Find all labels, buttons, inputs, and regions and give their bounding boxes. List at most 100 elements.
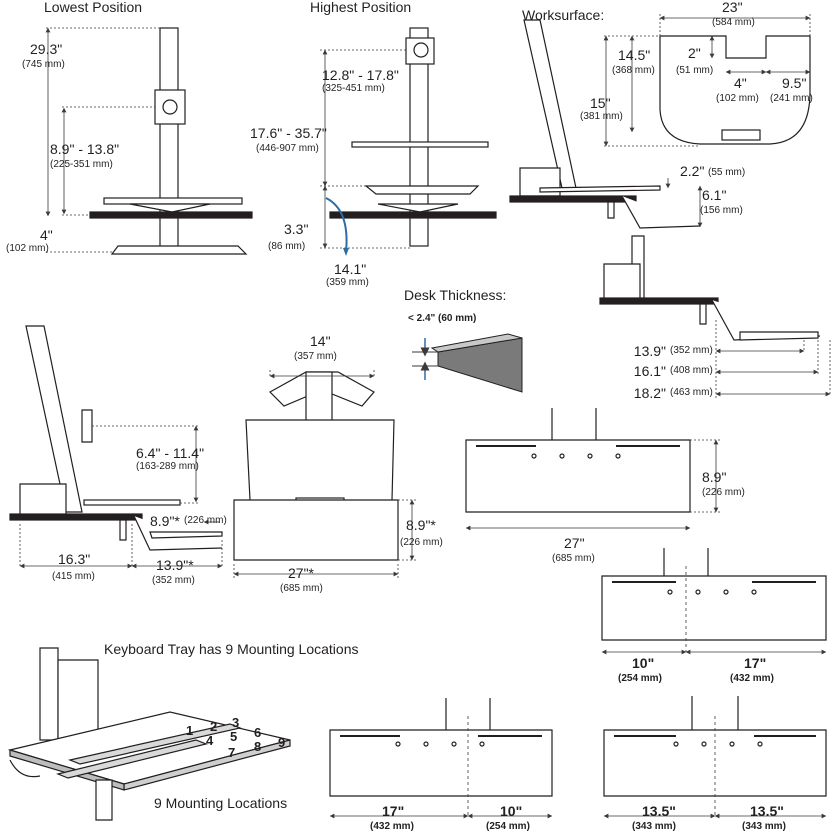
- front-view-upper-surface: [245, 419, 395, 507]
- desk-thickness-value: < 2.4" (60 mm): [408, 313, 477, 324]
- front-width-in: 27"*: [288, 565, 314, 581]
- offset-b-left-mm: (432 mm): [370, 821, 414, 832]
- ws-depth2-mm: (381 mm): [580, 111, 623, 122]
- monitor-side-tray: [149, 531, 223, 539]
- offset-c-left-in: 13.5": [642, 803, 676, 819]
- offset-c-right-in: 13.5": [750, 803, 784, 819]
- front-width-mm: (685 mm): [280, 583, 323, 594]
- highest-lower-shelf: [364, 185, 480, 195]
- monitor-side-drawing: [9, 325, 223, 551]
- lowest-base-mm: (102 mm): [6, 243, 49, 254]
- highest-range-in: 12.8" - 17.8": [322, 67, 399, 83]
- ws-notch-mm: (51 mm): [676, 65, 714, 76]
- highest-upper-shelf: [351, 141, 489, 148]
- ws-side2-in: 6.1": [702, 187, 727, 203]
- lowest-knob: [162, 99, 178, 115]
- monitor-side-shelf: [83, 499, 181, 506]
- tray-top-height-mm: (226 mm): [702, 487, 745, 498]
- tray-offset-b-drawing: [329, 698, 553, 797]
- offset-a-right-mm: (432 mm): [730, 673, 774, 684]
- tray-side-d1-mm: (352 mm): [670, 345, 713, 356]
- highest-base-in: 3.3": [284, 221, 309, 237]
- tray-offset-c-drawing: [603, 696, 827, 797]
- ws-side2-mm: (156 mm): [700, 205, 743, 216]
- highest-knob: [413, 42, 429, 58]
- highest-range-mm: (325-451 mm): [322, 83, 385, 94]
- offset-a-left-mm: (254 mm): [618, 673, 662, 684]
- lowest-desk: [89, 211, 253, 219]
- tray-side-drawing: [599, 235, 821, 341]
- heading-desk-thickness: Desk Thickness:: [404, 287, 507, 303]
- keyboard-tray-perspective: [7, 647, 291, 821]
- worksurface-clamp: [607, 201, 615, 219]
- mount-number: 7: [228, 745, 236, 760]
- mount-number: 5: [230, 729, 238, 744]
- lowest-height-in: 29.3": [30, 41, 63, 57]
- highest-total-in: 17.6" - 35.7": [250, 125, 327, 141]
- monitor-tray-mm: (226 mm): [184, 515, 227, 526]
- tray-side-d2-mm: (408 mm): [670, 365, 713, 376]
- ws-notch-in: 2": [688, 45, 701, 61]
- lowest-position-drawing: [89, 27, 253, 255]
- offset-a-right-in: 17": [744, 655, 767, 671]
- highest-total-mm: (446-907 mm): [256, 143, 319, 154]
- ws-side1-in: 2.2": [680, 163, 705, 179]
- heading-mounting-locations: 9 Mounting Locations: [154, 795, 288, 811]
- ws-width-mm: (584 mm): [712, 17, 755, 28]
- monitor-side-mount: [81, 409, 93, 443]
- front-view-drawing: [233, 371, 399, 561]
- ws-width-in: 23": [722, 0, 743, 15]
- tray-top-outline: [465, 439, 691, 513]
- lowest-shelf: [103, 197, 243, 205]
- lowest-range-in: 8.9" - 13.8": [50, 141, 120, 157]
- monitor-base-in: 16.3": [58, 551, 91, 567]
- desk-thickness-drawing: [412, 333, 523, 393]
- worksurface-shelf: [539, 185, 661, 193]
- offset-b-right-mm: (254 mm): [486, 821, 530, 832]
- tray-top-drawing: [465, 408, 691, 513]
- tray-offset-a-drawing: [601, 548, 827, 641]
- offset-b-right-in: 10": [500, 803, 523, 819]
- tray-side-desk: [599, 297, 719, 305]
- front-view-lower-tray: [233, 499, 399, 561]
- lowest-base: [110, 245, 248, 255]
- lowest-base-in: 4": [40, 227, 53, 243]
- mount-number: 9: [278, 735, 286, 750]
- worksurface-desk: [509, 195, 637, 203]
- highest-reach-in: 14.1": [334, 261, 367, 277]
- mount-number: 4: [206, 733, 214, 748]
- mount-number: 6: [254, 725, 262, 740]
- worksurface-top-outline: [659, 35, 811, 145]
- highest-desk: [329, 211, 497, 219]
- mount-number: 8: [254, 739, 262, 754]
- lowest-dims: [46, 27, 160, 253]
- kt-post: [95, 779, 113, 821]
- lowest-shelf-bracket: [129, 203, 211, 213]
- monitor-base-mm: (415 mm): [52, 571, 95, 582]
- monitor-reach-in: 13.9"*: [156, 557, 194, 573]
- offset-c-left-mm: (343 mm): [632, 821, 676, 832]
- monitor-reach-mm: (352 mm): [152, 575, 195, 586]
- ws-side1-mm: (55 mm): [708, 167, 746, 178]
- lowest-range-mm: (225-351 mm): [50, 159, 113, 170]
- worksurface-side-drawing: [509, 19, 701, 229]
- front-top-mm: (357 mm): [294, 351, 337, 362]
- monitor-side-clamp: [119, 519, 127, 541]
- tray-side-d2-in: 16.1": [633, 363, 666, 379]
- ws-depth2-in: 15": [590, 95, 611, 111]
- mount-number: 1: [186, 723, 194, 738]
- offset-b-left-in: 17": [382, 803, 405, 819]
- monitor-side-desk: [9, 513, 143, 521]
- ws-seg2-mm: (241 mm): [770, 93, 813, 104]
- highest-bracket: [377, 203, 459, 213]
- kt-base: [57, 659, 99, 741]
- tray-side-clamp: [699, 303, 707, 325]
- tray-top-width-in: 27": [564, 535, 585, 551]
- ws-depth1-mm: (368 mm): [612, 65, 655, 76]
- ws-seg1-in: 4": [734, 75, 747, 91]
- tray-top-height-in: 8.9": [702, 469, 727, 485]
- tray-side-d3-in: 18.2": [633, 385, 666, 401]
- front-side-mm: (226 mm): [400, 537, 443, 548]
- ws-depth1-in: 14.5": [618, 47, 651, 63]
